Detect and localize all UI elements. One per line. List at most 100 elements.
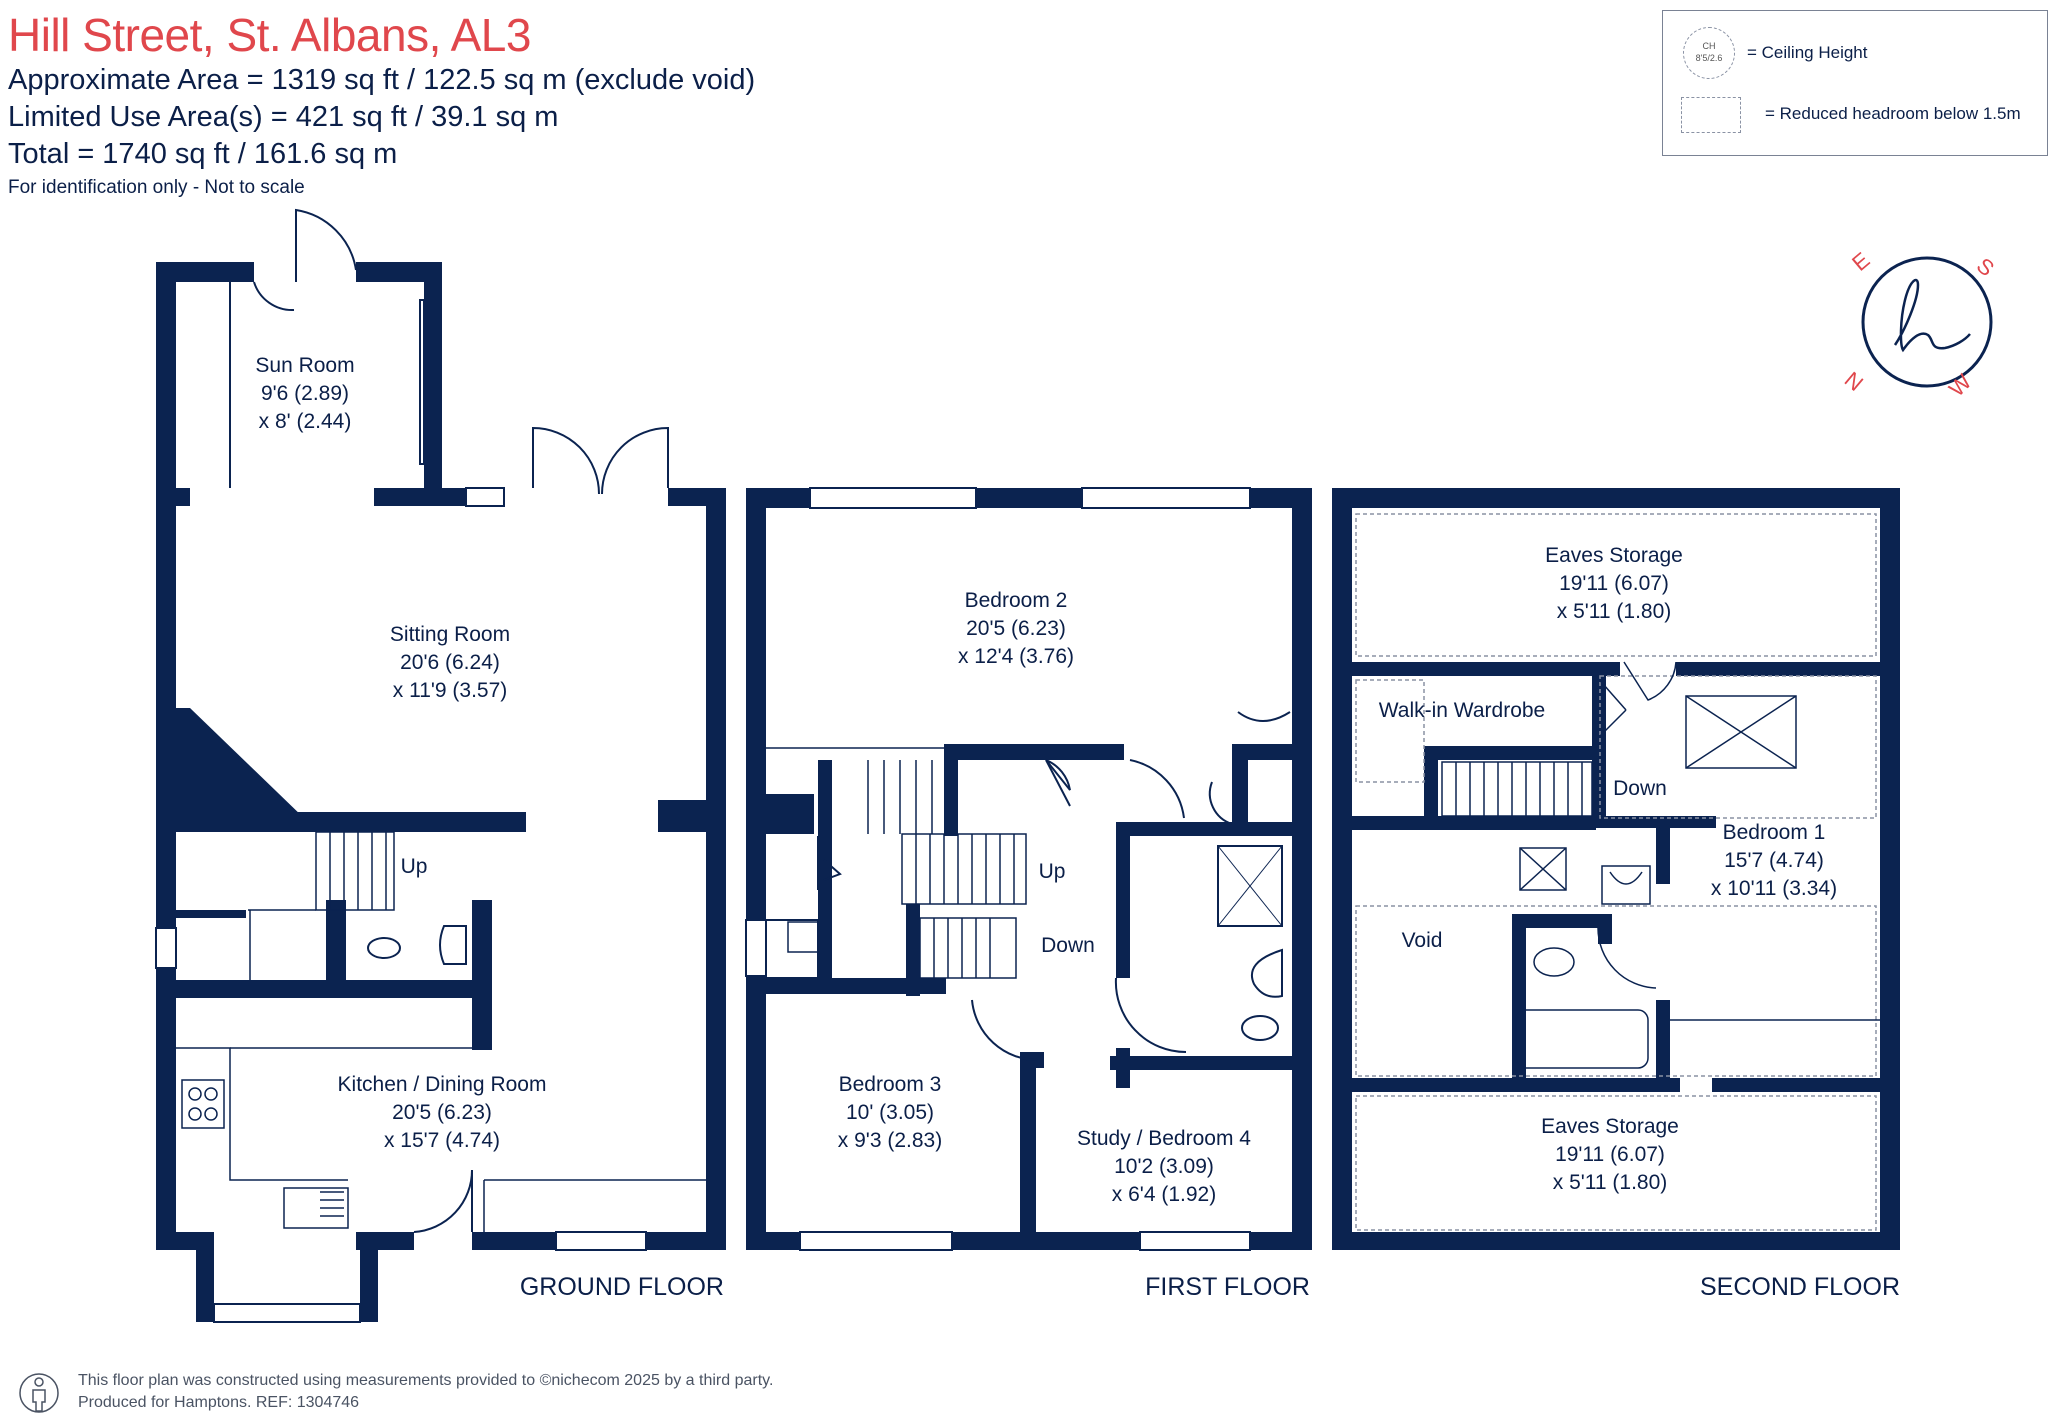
eaves-top-name: Eaves Storage (1545, 544, 1683, 567)
wall (196, 1232, 214, 1322)
sunroom-door (295, 208, 357, 282)
reduced-headroom-zone (1355, 513, 1877, 657)
property-title: Hill Street, St. Albans, AL3 (8, 9, 531, 61)
ceiling-height-label: = Ceiling Height (1747, 43, 1868, 62)
compass: E S N W (1840, 247, 1999, 401)
ch-value: 8'5/2.6 (1695, 53, 1723, 63)
wall (1656, 828, 1670, 884)
window (1081, 487, 1251, 509)
wall (1292, 488, 1312, 1250)
wall (1332, 1232, 1900, 1250)
sun-room-dim2: x 8' (2.44) (259, 410, 352, 433)
wall (356, 1232, 414, 1250)
shower-icon (787, 921, 819, 953)
skylight-icon (1519, 847, 1567, 891)
footer-line2: Produced for Hamptons. REF: 1304746 (78, 1394, 360, 1411)
second-floor-label: SECOND FLOOR (1700, 1273, 1900, 1301)
wall (1512, 914, 1526, 1078)
wall (944, 744, 1124, 760)
second-stairs-down: Down (1613, 777, 1667, 800)
kitchen-name: Kitchen / Dining Room (338, 1073, 547, 1096)
study-dim1: 10'2 (3.09) (1114, 1155, 1214, 1178)
staircase (1441, 761, 1593, 817)
wall (472, 900, 492, 1050)
room-labels: Sun Room 9'6 (2.89) x 8' (2.44) Sitting … (255, 354, 1900, 1301)
void-label: Void (1402, 929, 1443, 952)
kitchen-dim2: x 15'7 (4.74) (384, 1129, 500, 1152)
footer: This floor plan was constructed using me… (78, 1370, 773, 1414)
compass-e: E (1847, 247, 1874, 276)
bedroom2-dim2: x 12'4 (3.76) (958, 645, 1074, 668)
wall (1352, 1078, 1680, 1092)
wall (326, 900, 346, 980)
wall (1424, 746, 1604, 760)
wall (906, 904, 920, 996)
bedroom3-name: Bedroom 3 (839, 1073, 942, 1096)
wall (1332, 488, 1352, 1250)
footer-line1: This floor plan was constructed using me… (78, 1372, 774, 1389)
study-dim2: x 6'4 (1.92) (1112, 1183, 1216, 1206)
second-floor-plan (1332, 488, 1900, 1250)
window (465, 487, 505, 507)
eaves-bottom-dim2: x 5'11 (1.80) (1553, 1171, 1668, 1194)
wall (1232, 744, 1248, 824)
wall (658, 800, 706, 832)
wall (706, 488, 726, 1250)
basin-icon (1601, 865, 1651, 905)
first-stairs-down: Down (1041, 934, 1095, 957)
wall (818, 760, 832, 980)
bedroom1-name: Bedroom 1 (1723, 821, 1826, 844)
wc-icon (1533, 947, 1575, 977)
wall (764, 794, 814, 834)
approx-area: Approximate Area = 1319 sq ft / 122.5 sq… (8, 64, 756, 96)
sitting-room-name: Sitting Room (390, 623, 510, 646)
wall (176, 812, 526, 832)
person-icon (19, 1373, 59, 1413)
first-stairs-up: Up (1039, 860, 1066, 883)
basin-icon (1251, 948, 1283, 998)
staircase (766, 747, 1027, 979)
sitting-room-dim2: x 11'9 (3.57) (393, 679, 508, 702)
shower-icon (1217, 845, 1283, 927)
sitting-room-dim1: 20'6 (6.24) (400, 651, 500, 674)
reduced-headroom-zone (1355, 905, 1877, 1077)
eaves-top-dim1: 19'11 (6.07) (1559, 572, 1669, 595)
wall (1352, 662, 1620, 676)
wall (176, 980, 472, 998)
front-door (413, 1169, 474, 1233)
wall (764, 978, 946, 994)
wall (1110, 1056, 1292, 1070)
bedroom2-dim1: 20'5 (6.23) (966, 617, 1066, 640)
basin-icon (439, 925, 467, 965)
wall (424, 262, 442, 506)
bedroom1-dim2: x 10'11 (3.34) (1711, 877, 1837, 900)
wall (1020, 1052, 1036, 1242)
bedroom3-dim2: x 9'3 (2.83) (838, 1129, 942, 1152)
french-doors (532, 426, 669, 495)
wall (1424, 746, 1438, 818)
wall (944, 760, 958, 836)
study-name: Study / Bedroom 4 (1077, 1127, 1251, 1150)
window (809, 487, 977, 509)
logo-icon (1893, 278, 1971, 353)
first-floor-plan (745, 487, 1312, 1251)
wall (176, 910, 246, 918)
wall (1712, 1078, 1880, 1092)
eaves-top-dim2: x 5'11 (1.80) (1557, 600, 1672, 623)
basin-icon (1237, 711, 1291, 722)
wall (1656, 1000, 1670, 1092)
fireplace (176, 708, 306, 820)
skylight-icon (1685, 695, 1797, 769)
bedroom1-dim1: 15'7 (4.74) (1724, 849, 1824, 872)
ground-floor-plan (155, 208, 726, 1323)
sun-room-name: Sun Room (255, 354, 354, 377)
compass-s: S (1972, 253, 1999, 282)
eaves-bottom-dim1: 19'11 (6.07) (1555, 1143, 1665, 1166)
wall (374, 488, 466, 506)
wall (746, 488, 766, 1250)
wall (356, 262, 442, 282)
wall (1598, 914, 1612, 944)
